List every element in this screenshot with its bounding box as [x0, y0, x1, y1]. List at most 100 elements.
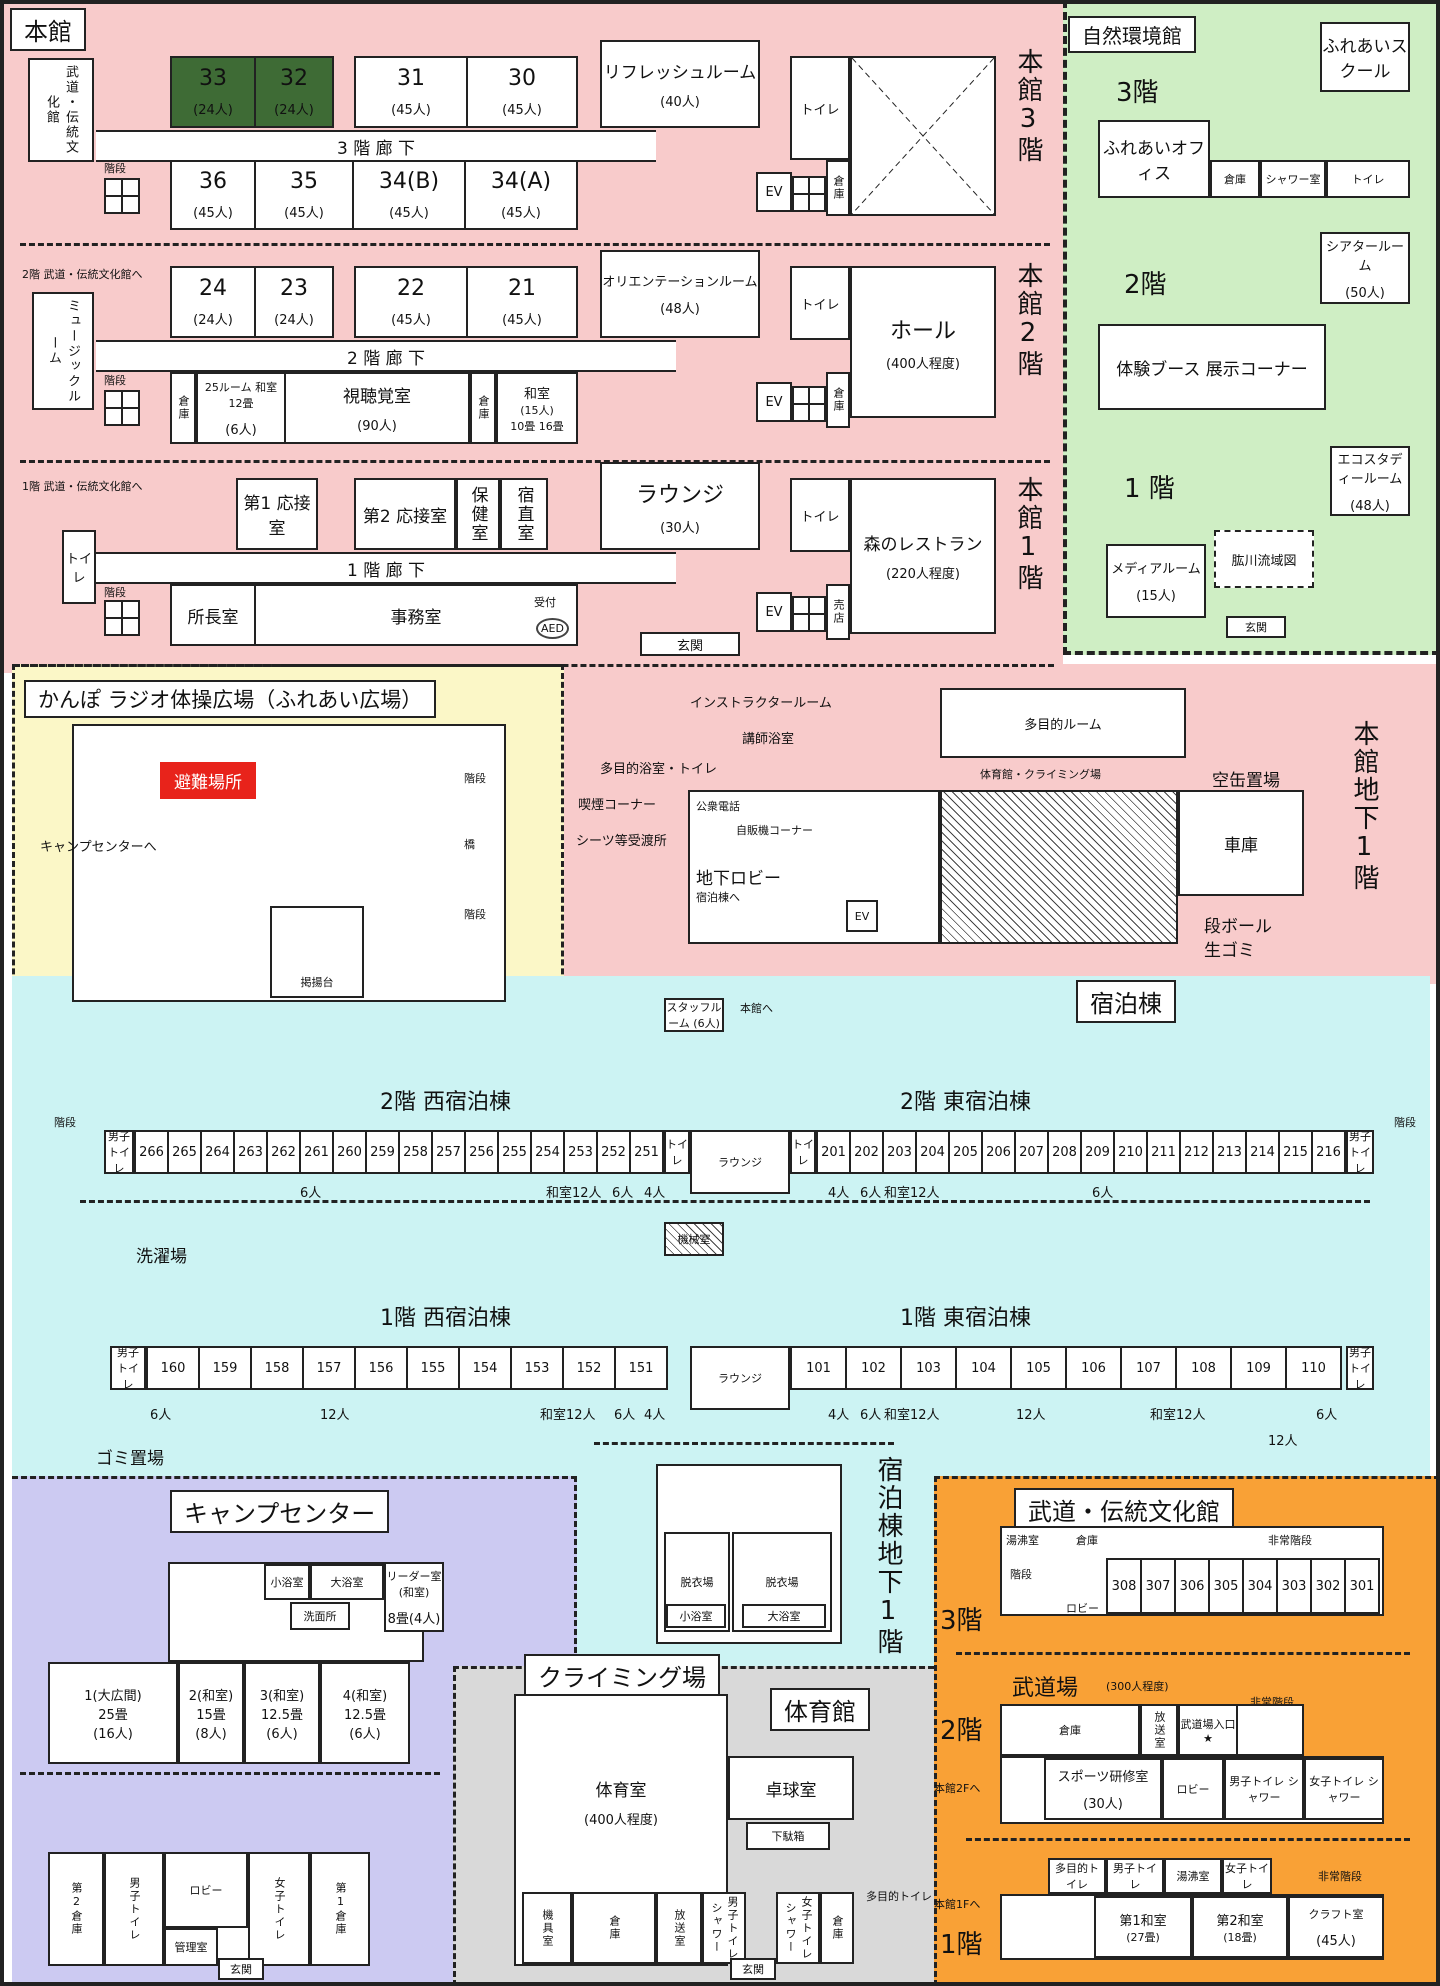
room-260[interactable]: 260: [332, 1130, 367, 1174]
room-105[interactable]: 105: [1010, 1346, 1067, 1390]
camp-room-1[interactable]: 1(大広間)25畳(16人): [48, 1662, 178, 1764]
room-159[interactable]: 159: [198, 1346, 252, 1390]
room-201[interactable]: 201: [816, 1130, 851, 1174]
camp-room-4[interactable]: 4(和室)12.5畳(6人): [320, 1662, 410, 1764]
f1-lounge[interactable]: ラウンジ: [690, 1346, 790, 1410]
room-251[interactable]: 251: [629, 1130, 664, 1174]
shop[interactable]: 売店: [826, 584, 850, 640]
theater-room[interactable]: シアタールーム(50人): [1320, 232, 1410, 304]
room-34a[interactable]: 34(A)(45人): [464, 160, 578, 230]
stairs-3f-west[interactable]: [104, 178, 140, 214]
room-262[interactable]: 262: [266, 1130, 301, 1174]
f2-lounge[interactable]: ラウンジ: [690, 1130, 790, 1194]
washitsu-2f[interactable]: 和室(15人)10畳 16畳: [496, 372, 578, 444]
room-107[interactable]: 107: [1120, 1346, 1177, 1390]
basement-lobby[interactable]: 公衆電話自販機コーナー 地下ロビー宿泊棟へ: [688, 790, 940, 944]
room-266[interactable]: 266: [134, 1130, 169, 1174]
room-153[interactable]: 153: [510, 1346, 564, 1390]
budo-room-308[interactable]: 308: [1106, 1558, 1142, 1614]
room-160[interactable]: 160: [146, 1346, 200, 1390]
room-24[interactable]: 24(24人): [170, 266, 256, 338]
room-109[interactable]: 109: [1230, 1346, 1287, 1390]
music-room[interactable]: ミュージックルーム: [32, 292, 94, 410]
room-23[interactable]: 23(24人): [254, 266, 334, 338]
ev-1f[interactable]: EV: [756, 592, 792, 632]
room-205[interactable]: 205: [948, 1130, 983, 1174]
room-22[interactable]: 22(45人): [354, 266, 468, 338]
orientation-room[interactable]: オリエンテーションルーム(48人): [600, 250, 760, 338]
budo-dojo-entry[interactable]: 武道場入口★: [1178, 1704, 1238, 1756]
room-33[interactable]: 33(24人): [170, 56, 256, 128]
room-104[interactable]: 104: [955, 1346, 1012, 1390]
room-263[interactable]: 263: [233, 1130, 268, 1174]
room-152[interactable]: 152: [562, 1346, 616, 1390]
stairs-2f-west[interactable]: [104, 390, 140, 426]
room-154[interactable]: 154: [458, 1346, 512, 1390]
room-34b[interactable]: 34(B)(45人): [352, 160, 466, 230]
room-264[interactable]: 264: [200, 1130, 235, 1174]
main-entrance[interactable]: 玄関: [640, 632, 740, 656]
basement-big-bath[interactable]: 大浴室: [742, 1604, 826, 1628]
to-camp-link[interactable]: キャンプセンターへ: [40, 840, 157, 855]
room-206[interactable]: 206: [981, 1130, 1016, 1174]
room-156[interactable]: 156: [354, 1346, 408, 1390]
room-210[interactable]: 210: [1113, 1130, 1148, 1174]
to-gym-link[interactable]: 体育館・クライミング場: [980, 768, 1101, 781]
room-155[interactable]: 155: [406, 1346, 460, 1390]
camp-entrance[interactable]: 玄関: [218, 1958, 264, 1980]
room-103[interactable]: 103: [900, 1346, 957, 1390]
room-157[interactable]: 157: [302, 1346, 356, 1390]
stairs-1f-west[interactable]: [104, 600, 140, 636]
washitsu-1[interactable]: 第1和室(27畳): [1094, 1896, 1192, 1958]
nature-entrance[interactable]: 玄関: [1226, 616, 1286, 638]
room-213[interactable]: 213: [1212, 1130, 1247, 1174]
room-30[interactable]: 30(45人): [466, 56, 578, 128]
room-257[interactable]: 257: [431, 1130, 466, 1174]
room-151[interactable]: 151: [614, 1346, 668, 1390]
budo-room-304[interactable]: 304: [1242, 1558, 1278, 1614]
room-31[interactable]: 31(45人): [354, 56, 468, 128]
forest-restaurant[interactable]: 森のレストラン(220人程度): [850, 478, 996, 634]
refresh-room[interactable]: リフレッシュルーム(40人): [600, 40, 760, 128]
ev-2f[interactable]: EV: [756, 382, 792, 422]
experience-booth[interactable]: 体験ブース 展示コーナー: [1098, 324, 1326, 410]
director-room[interactable]: 所長室: [170, 584, 256, 646]
room-102[interactable]: 102: [845, 1346, 902, 1390]
room-209[interactable]: 209: [1080, 1130, 1115, 1174]
budo-room-306[interactable]: 306: [1174, 1558, 1210, 1614]
reception-room-2[interactable]: 第2 応接室: [354, 478, 456, 550]
pingpong-room[interactable]: 卓球室: [728, 1756, 854, 1820]
room-21[interactable]: 21(45人): [466, 266, 578, 338]
stairs-2f-east[interactable]: [792, 386, 826, 422]
room-256[interactable]: 256: [464, 1130, 499, 1174]
multi-purpose-room[interactable]: 多目的ルーム: [940, 688, 1186, 758]
craft-room[interactable]: クラフト室(45人): [1288, 1896, 1384, 1958]
stairs-1f-east[interactable]: [792, 596, 826, 632]
fureai-office[interactable]: ふれあいオフィス: [1098, 120, 1210, 198]
room-253[interactable]: 253: [563, 1130, 598, 1174]
room-106[interactable]: 106: [1065, 1346, 1122, 1390]
room-261[interactable]: 261: [299, 1130, 334, 1174]
room-214[interactable]: 214: [1245, 1130, 1280, 1174]
camp-small-bath[interactable]: 小浴室: [264, 1564, 310, 1600]
camp-room-2[interactable]: 2(和室)15畳(8人): [178, 1662, 244, 1764]
budo-room-303[interactable]: 303: [1276, 1558, 1312, 1614]
room-212[interactable]: 212: [1179, 1130, 1214, 1174]
room-108[interactable]: 108: [1175, 1346, 1232, 1390]
media-room[interactable]: メディアルーム(15人): [1106, 544, 1206, 618]
room-255[interactable]: 255: [497, 1130, 532, 1174]
gym-entrance[interactable]: 玄関: [730, 1958, 776, 1980]
av-room[interactable]: 視聴覚室(90人): [284, 372, 470, 444]
room-265[interactable]: 265: [167, 1130, 202, 1174]
camp-room-3[interactable]: 3(和室)12.5畳(6人): [244, 1662, 320, 1764]
ev-3f[interactable]: EV: [756, 172, 792, 212]
budo-room-302[interactable]: 302: [1310, 1558, 1346, 1614]
health-room[interactable]: 保健室: [456, 478, 500, 550]
reception-room-1[interactable]: 第1 応接室: [236, 478, 318, 550]
washitsu-2[interactable]: 第2和室(18畳): [1192, 1896, 1288, 1958]
budo-room-301[interactable]: 301: [1344, 1558, 1380, 1614]
room-25[interactable]: 25ルーム 和室12畳(6人): [196, 372, 286, 444]
room-216[interactable]: 216: [1311, 1130, 1346, 1174]
fureai-school[interactable]: ふれあいスクール: [1320, 22, 1410, 92]
room-101[interactable]: 101: [790, 1346, 847, 1390]
